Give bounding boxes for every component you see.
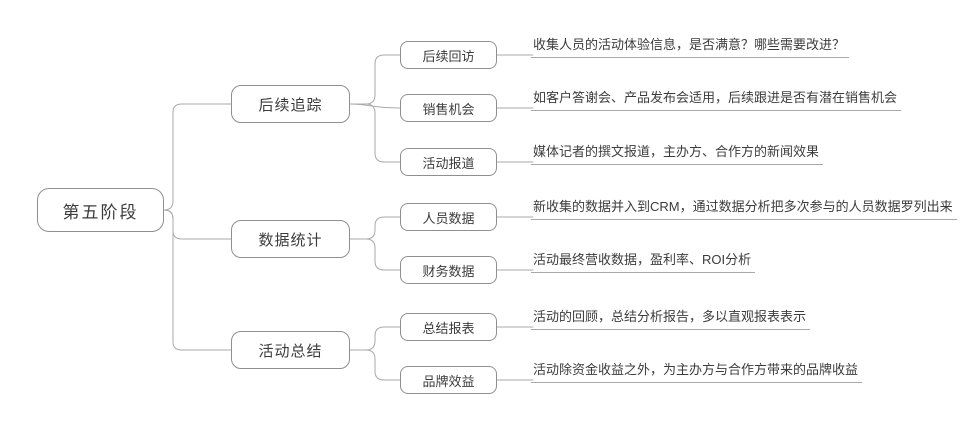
- note-followup-visit[interactable]: 收集人员的活动体验信息，是否满意？哪些需要改进？: [531, 37, 850, 58]
- leaf-label: 人员数据: [422, 210, 475, 226]
- link-branch1-leaf2: [349, 103, 401, 109]
- link-branch1-leaf1: [349, 54, 401, 105]
- leaf-sales-opportunity[interactable]: 销售机会: [400, 94, 497, 122]
- root-label: 第五阶段: [62, 202, 139, 222]
- leaf-label: 后续回访: [422, 48, 475, 64]
- branch-event-summary[interactable]: 活动总结: [231, 331, 350, 369]
- branch-label: 后续追踪: [258, 96, 323, 114]
- root-node[interactable]: 第五阶段: [37, 188, 164, 232]
- leaf-financial-data[interactable]: 财务数据: [400, 256, 497, 284]
- leaf-label: 活动报道: [422, 155, 475, 171]
- note-personnel-data[interactable]: 新收集的数据并入到CRM，通过数据分析把多次参与的人员数据罗列出来: [531, 199, 957, 220]
- note-brand-benefit[interactable]: 活动除资金收益之外，为主办方与合作方带来的品牌收益: [531, 362, 863, 383]
- leaf-label: 品牌效益: [422, 373, 475, 389]
- link-branch2-leaf2: [349, 238, 401, 271]
- leaf-event-coverage[interactable]: 活动报道: [400, 148, 497, 176]
- branch-label: 活动总结: [258, 342, 323, 360]
- link-branch1-leaf3: [349, 103, 401, 163]
- branch-data-statistics[interactable]: 数据统计: [231, 220, 350, 258]
- branch-label: 数据统计: [258, 231, 323, 249]
- link-root-branch2: [163, 209, 232, 240]
- leaf-label: 销售机会: [422, 101, 475, 117]
- link-root-branch1: [163, 103, 232, 211]
- link-branch2-leaf1: [349, 216, 401, 240]
- leaf-summary-report[interactable]: 总结报表: [400, 313, 497, 341]
- leaf-label: 财务数据: [422, 263, 475, 279]
- leaf-label: 总结报表: [422, 320, 475, 336]
- note-summary-report[interactable]: 活动的回顾，总结分析报告，多以直观报表表示: [531, 309, 811, 330]
- branch-followup-tracking[interactable]: 后续追踪: [231, 85, 350, 123]
- link-branch3-leaf1: [349, 326, 401, 351]
- leaf-brand-benefit[interactable]: 品牌效益: [400, 366, 497, 394]
- link-root-branch3: [163, 209, 232, 351]
- leaf-personnel-data[interactable]: 人员数据: [400, 203, 497, 231]
- leaf-followup-visit[interactable]: 后续回访: [400, 41, 497, 69]
- link-branch3-leaf2: [349, 349, 401, 381]
- note-sales-opportunity[interactable]: 如客户答谢会、产品发布会适用，后续跟进是否有潜在销售机会: [531, 90, 902, 111]
- note-financial-data[interactable]: 活动最终营收数据，盈利率、ROI分析: [531, 252, 756, 273]
- note-event-coverage[interactable]: 媒体记者的撰文报道，主办方、合作方的新闻效果: [531, 144, 824, 165]
